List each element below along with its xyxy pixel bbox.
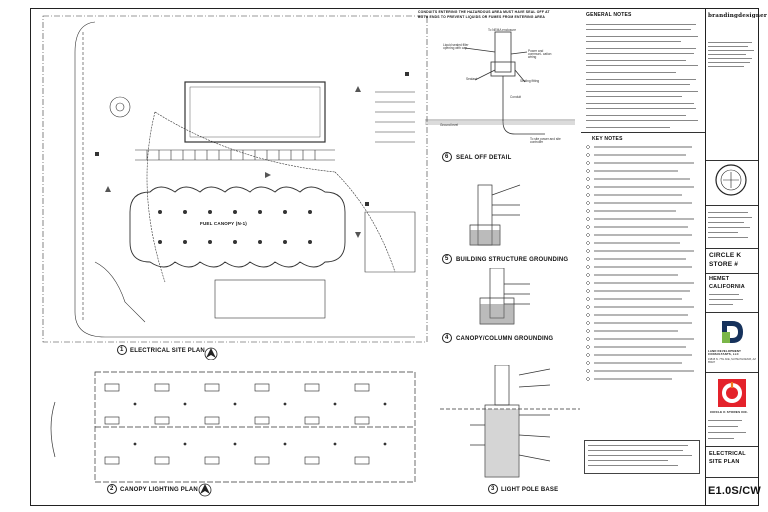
seal-sealant-label: Sealant [466,77,477,81]
key-notes-list [585,145,694,382]
circle-k-logo-icon [718,379,746,407]
seal-liquid-label: Liquid sealed filler opening with cap [443,43,469,51]
view-3-number-bubble [488,484,498,494]
seal-conduit-label: Conduit [510,95,521,99]
location-state: CALIFORNIA [709,284,745,290]
electrical-site-plan [42,15,428,360]
north-arrow-icon [204,347,218,360]
sheet-meta [708,418,756,442]
project-name-2: STORE # [709,261,739,268]
sheet-title-line-1: ELECTRICAL [709,451,746,457]
hazard-note-line-1: CONDUITS ENTERING THE HAZARDOUS AREA MUS… [418,10,550,14]
view-6-number-bubble [442,152,452,162]
general-notes-title: GENERAL NOTES [586,12,632,18]
sheet-border [30,8,759,506]
sheet-title-line-2: SITE PLAN [709,459,740,465]
view-6-title: SEAL OFF DETAIL [456,155,512,161]
seal-to-site-label: To site power and site controller [530,137,561,145]
building-grounding-detail [469,184,521,246]
location-city: HEMET [709,276,730,282]
view-1-number-bubble [117,345,127,355]
location-details [709,293,755,307]
view-5-number-bubble [442,254,452,264]
view-4-number-bubble [442,333,452,343]
view-2-title: CANOPY LIGHTING PLAN [120,487,198,493]
key-notes-title: KEY NOTES [592,136,623,142]
view-2-number: 2 [110,486,114,492]
seal-ground-label: Ground level [440,123,459,127]
fuel-canopy-label: FUEL CANOPY (N-1) [200,221,247,226]
canopy-grounding-detail [479,268,530,325]
notes-divider [581,132,705,133]
view-5-number: 5 [445,256,449,262]
light-pole-base-detail [440,365,580,478]
seal-fitting-label: Sealing fitting [520,79,540,83]
seal-to-nema-label: To NEMA enclosure [488,28,516,32]
land-development-logo-icon [722,321,743,343]
pole-notes-box [584,440,700,474]
view-1-title: ELECTRICAL SITE PLAN [130,348,205,354]
project-name-1: CIRCLE K [709,252,742,259]
view-6-number: 6 [445,154,449,160]
view-3-number: 3 [491,486,495,492]
engineer-seal-icon [715,164,747,196]
developer-name: LAND DEVELOPMENT CONSULTANTS, LLC [708,349,742,357]
developer-address: 19815 N. 7TH AVE, SUITE PHOENIX, AZ 8502… [708,358,756,365]
general-notes-body [583,22,703,132]
firm-info [708,40,756,80]
view-2-number-bubble [107,484,117,494]
view-1-number: 1 [120,347,124,353]
sheet-number: E1.0S/CW [708,485,761,497]
hazard-note-line-2: BOTH ENDS TO PREVENT LIQUIDS OR FUMES FR… [418,15,546,19]
view-3-title: LIGHT POLE BASE [501,487,559,493]
view-4-title: CANOPY/COLUMN GROUNDING [456,336,554,342]
north-arrow-2-icon [198,483,212,497]
view-5-title: BUILDING STRUCTURE GROUNDING [456,257,569,263]
title-block [705,8,760,506]
seal-off-detail [425,31,575,135]
client-caption: CIRCLE K STORES INC. [710,410,749,414]
view-4-number: 4 [445,335,449,341]
seal-power-label: Power and communi- cation wiring [528,49,552,60]
revision-info [708,210,756,250]
firm-logo: brandingdesigner [708,13,767,19]
canopy-lighting-plan [50,371,416,497]
